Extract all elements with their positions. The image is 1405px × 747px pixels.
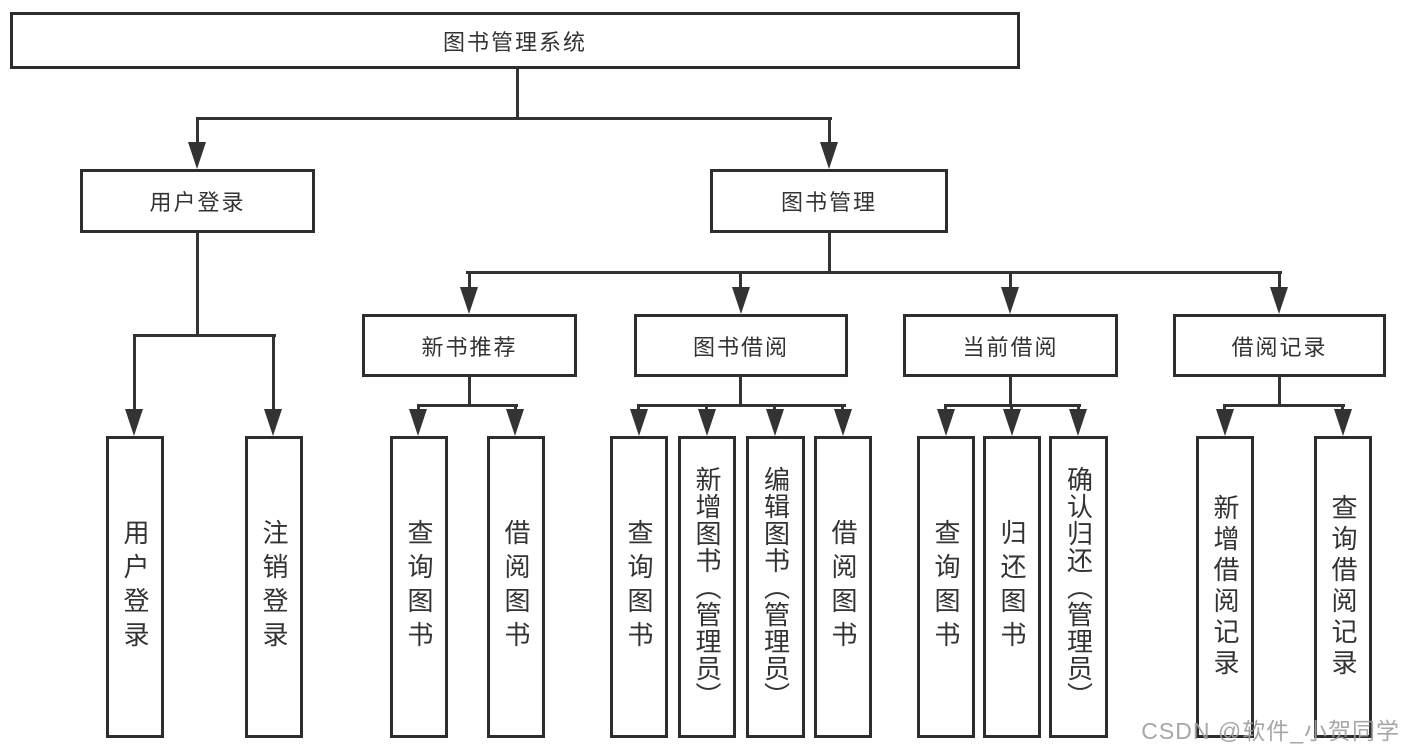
node-leaf-query-books-recommend: 查询图书 (390, 436, 448, 738)
leaf-label: 归还图书 (997, 519, 1027, 655)
leaf-label: 新增借阅记录 (1210, 494, 1240, 680)
connector-line (1009, 271, 1012, 289)
connector-line (516, 69, 519, 118)
arrow-down-icon (1069, 409, 1087, 436)
leaf-label: 新增图书（管理员） (692, 465, 722, 709)
node-leaf-edit-books-admin: 编辑图书（管理员） (746, 436, 805, 738)
node-book-borrow: 图书借阅 (634, 314, 848, 377)
leaf-label: 编辑图书（管理员） (760, 465, 791, 709)
connector-line (466, 271, 1282, 274)
connector-line (1223, 404, 1345, 407)
arrow-down-icon (1003, 409, 1021, 436)
arrow-down-icon (409, 409, 427, 436)
leaf-label: 用户登录 (120, 519, 150, 655)
leaf-label: 借阅图书 (828, 519, 858, 655)
leaf-label: 查询借阅记录 (1328, 494, 1358, 680)
arrow-down-icon (766, 409, 784, 436)
connector-line (705, 404, 708, 413)
connector-line (1077, 404, 1080, 413)
node-current-borrow: 当前借阅 (903, 314, 1118, 377)
connector-line (637, 404, 846, 407)
arrow-down-icon (834, 409, 852, 436)
node-leaf-confirm-return-admin: 确认归还（管理员） (1049, 436, 1108, 738)
node-leaf-add-borrow-record: 新增借阅记录 (1196, 436, 1254, 738)
node-book-management: 图书管理 (710, 169, 948, 233)
connector-line (196, 117, 832, 120)
arrow-down-icon (264, 409, 282, 436)
arrow-down-icon (188, 142, 206, 169)
node-leaf-query-books-current: 查询图书 (917, 436, 975, 738)
connector-line (272, 334, 275, 410)
node-leaf-borrow-books: 借阅图书 (814, 436, 872, 738)
connector-line (468, 376, 471, 407)
connector-line (1341, 404, 1344, 413)
node-leaf-add-books-admin: 新增图书（管理员） (678, 436, 736, 738)
node-new-book-recommend: 新书推荐 (362, 314, 577, 377)
node-leaf-query-books-borrow: 查询图书 (610, 436, 668, 738)
arrow-down-icon (820, 142, 838, 169)
node-leaf-user-login: 用户登录 (106, 436, 164, 738)
arrow-down-icon (1270, 287, 1288, 314)
arrow-down-icon (506, 409, 524, 436)
leaf-label: 查询图书 (931, 519, 961, 655)
connector-line (196, 117, 199, 145)
connector-line (1009, 376, 1012, 407)
arrow-down-icon (1334, 409, 1352, 436)
connector-line (196, 233, 199, 336)
connector-line (1278, 271, 1281, 289)
connector-line (828, 233, 831, 274)
connector-line (133, 334, 276, 337)
arrow-down-icon (732, 287, 750, 314)
node-borrow-records: 借阅记录 (1173, 314, 1386, 377)
arrow-down-icon (937, 409, 955, 436)
node-leaf-logout: 注销登录 (245, 436, 303, 738)
leaf-label: 查询图书 (404, 519, 434, 655)
connector-line (739, 271, 742, 289)
arrow-down-icon (460, 287, 478, 314)
watermark: CSDN @软件_小贺同学 (1141, 718, 1400, 744)
arrow-down-icon (630, 409, 648, 436)
connector-line (133, 334, 136, 410)
node-leaf-return-books: 归还图书 (983, 436, 1041, 738)
connector-line (417, 404, 420, 413)
connector-line (637, 404, 640, 413)
node-leaf-query-borrow-record: 查询借阅记录 (1314, 436, 1372, 738)
connector-line (944, 404, 947, 413)
connector-line (468, 271, 471, 289)
leaf-label: 借阅图书 (501, 519, 531, 655)
connector-line (739, 376, 742, 407)
arrow-down-icon (1001, 287, 1019, 314)
arrow-down-icon (1216, 409, 1234, 436)
node-user-login: 用户登录 (80, 169, 315, 233)
leaf-label: 确认归还（管理员） (1063, 465, 1094, 709)
arrow-down-icon (125, 409, 143, 436)
arrow-down-icon (698, 409, 716, 436)
leaf-label: 查询图书 (624, 519, 654, 655)
node-library-system: 图书管理系统 (10, 12, 1020, 69)
connector-line (514, 404, 517, 413)
connector-line (417, 404, 518, 407)
connector-line (1010, 404, 1013, 413)
connector-line (1278, 376, 1281, 407)
connector-line (1223, 404, 1226, 413)
connector-line (828, 117, 831, 145)
connector-line (773, 404, 776, 413)
node-leaf-borrow-books-recommend: 借阅图书 (487, 436, 545, 738)
leaf-label: 注销登录 (259, 519, 289, 655)
connector-line (841, 404, 844, 413)
